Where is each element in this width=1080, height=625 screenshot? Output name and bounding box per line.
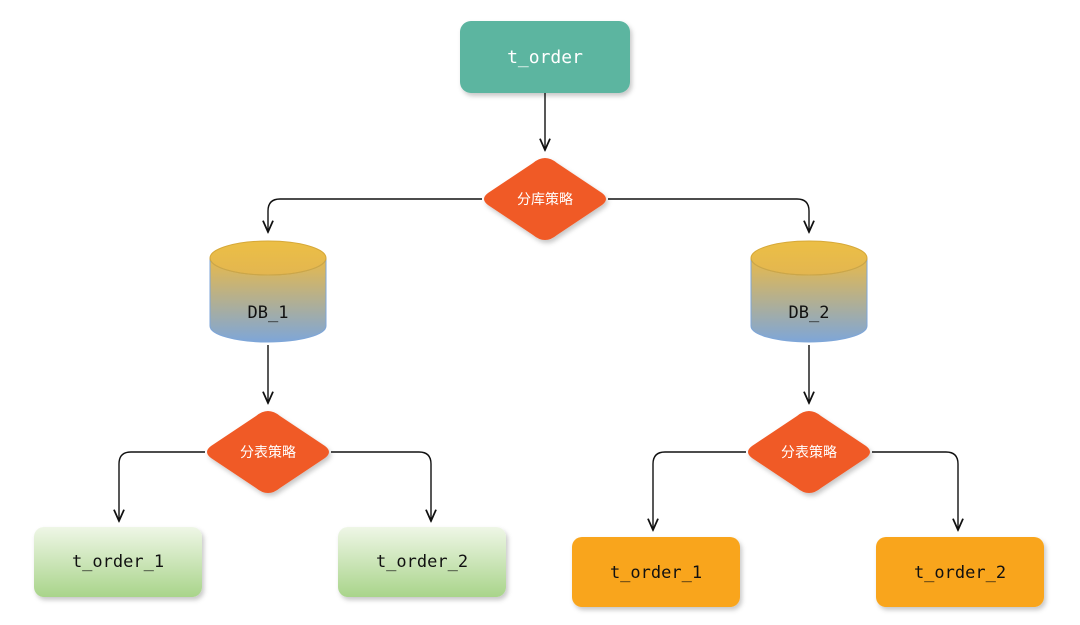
table-split-1-label: 分表策略: [240, 444, 296, 461]
table-split-diamond-2: 分表策略: [748, 411, 870, 493]
db2-cylinder: DB_2: [750, 240, 868, 343]
db1-table-1: t_order_1: [34, 527, 202, 597]
db1-table-2: t_order_2: [338, 527, 506, 597]
db1-table-1-label: t_order_1: [72, 552, 164, 572]
db-split-label: 分库策略: [517, 191, 573, 208]
edge-db-split-to-db1: [268, 198, 482, 232]
db1-label: DB_1: [248, 303, 289, 323]
db1-table-2-label: t_order_2: [376, 552, 468, 572]
table-split-2-label: 分表策略: [781, 444, 837, 461]
root-node: t_order: [460, 21, 630, 93]
db2-table-1: t_order_1: [572, 537, 740, 607]
db2-label: DB_2: [789, 303, 830, 323]
edge-table-split1-to-t2: [331, 451, 431, 521]
db2-table-2: t_order_2: [876, 537, 1044, 607]
root-label: t_order: [507, 47, 583, 68]
edge-table-split2-to-t1: [653, 451, 746, 530]
db2-table-2-label: t_order_2: [914, 563, 1006, 583]
edge-table-split2-to-t2: [872, 451, 958, 530]
db-split-diamond: 分库策略: [484, 158, 606, 240]
db2-table-1-label: t_order_1: [610, 563, 702, 583]
edge-db-split-to-db2: [608, 198, 809, 232]
edges: [119, 93, 958, 530]
edge-table-split1-to-t1: [119, 451, 205, 521]
db1-cylinder: DB_1: [209, 240, 327, 343]
table-split-diamond-1: 分表策略: [207, 411, 329, 493]
